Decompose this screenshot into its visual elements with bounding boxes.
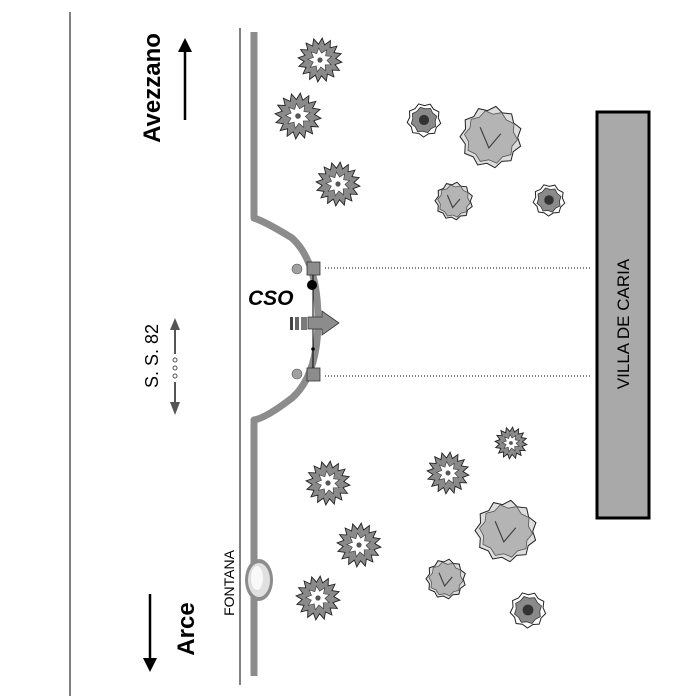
shrub-icon [459,105,522,169]
tree-icon [297,37,343,83]
station-dot [307,280,317,290]
link-dot [311,347,315,351]
vegetation [274,37,566,629]
direction-arrow-icon [170,318,180,415]
tree-icon [426,451,470,495]
shrub-icon [509,592,547,629]
villa-label: VILLA DE CARIA [614,258,633,389]
fountain-label: FONTANA [221,549,237,616]
villa-building [595,110,651,520]
shrub-icon [425,558,466,600]
road-label: S. S. 82 [142,324,162,388]
tree-icon [494,426,528,460]
tree-icon [305,460,351,506]
shrub-icon [532,184,566,217]
tree-icon [274,92,322,140]
tree-icon [315,161,361,207]
sensor-icon [291,367,321,382]
direction-arrow-icon [178,38,192,120]
sensor-icon [291,261,321,276]
vehicle-arrow-icon [290,310,340,336]
shrub-icon [474,499,537,563]
fountain-icon [245,559,273,601]
bottom-destination-label: Arce [173,602,200,655]
shrub-icon [434,181,473,221]
shrub-icon [406,103,442,138]
station-label: CSO [248,287,294,310]
top-destination-label: Avezzano [139,33,166,143]
direction-arrow-icon [143,594,157,672]
tree-icon [336,522,382,568]
tree-icon [295,575,341,621]
